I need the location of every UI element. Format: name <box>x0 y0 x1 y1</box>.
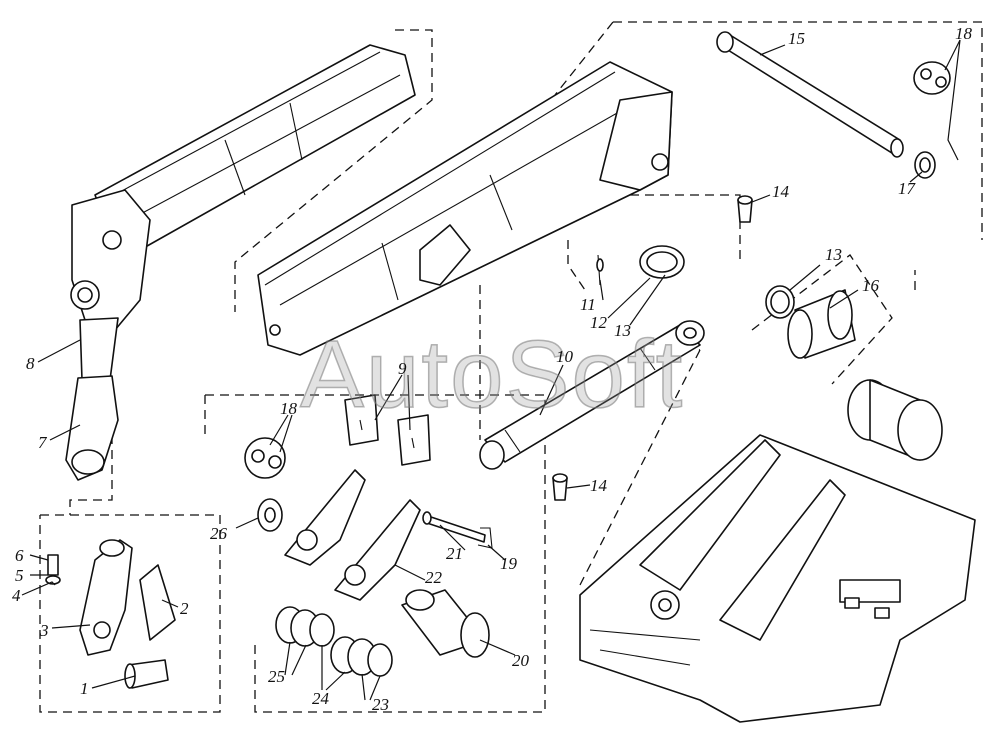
winch-drum <box>847 379 943 461</box>
hydraulic-cylinder-10 <box>479 320 705 470</box>
callout-11: 11 <box>580 295 596 314</box>
callout-8: 8 <box>26 354 35 373</box>
grease-fitting-14 <box>552 195 753 501</box>
bracket-9 <box>344 394 431 466</box>
lower-boom <box>257 61 673 356</box>
washer-26 <box>257 498 283 532</box>
bushing-20 <box>401 589 490 658</box>
callout-14-bottom: 14 <box>590 476 607 495</box>
callout-26: 26 <box>210 524 227 543</box>
pin-15 <box>716 31 904 158</box>
callout-7: 7 <box>38 433 47 452</box>
keeper-2 <box>139 564 176 641</box>
pin-21 <box>422 511 486 543</box>
bushing-16 <box>787 289 856 359</box>
callout-1: 1 <box>80 679 89 698</box>
callout-18-left: 18 <box>280 399 297 418</box>
washer-17 <box>914 151 936 179</box>
callout-3: 3 <box>40 621 49 640</box>
callout-25: 25 <box>268 667 285 686</box>
callout-5: 5 <box>15 566 24 585</box>
callout-6: 6 <box>15 546 24 565</box>
nuts-18-left <box>244 437 286 479</box>
upper-boom <box>65 44 416 481</box>
callout-19: 19 <box>500 554 517 573</box>
bolt-4-6 <box>45 554 61 585</box>
callout-4: 4 <box>12 586 21 605</box>
callout-14-top: 14 <box>772 182 789 201</box>
callout-9: 9 <box>398 359 407 378</box>
leader-lines <box>21 39 961 701</box>
callout-21: 21 <box>446 544 463 563</box>
callout-13-left: 13 <box>614 321 631 340</box>
callout-20: 20 <box>512 651 529 670</box>
callout-2: 2 <box>180 599 189 618</box>
crane-base-frame <box>579 434 976 723</box>
callout-13-right: 13 <box>825 245 842 264</box>
bushing-group-12-13 <box>596 245 795 319</box>
callout-17: 17 <box>898 179 915 198</box>
nuts-18-top <box>913 61 951 95</box>
cotter-19 <box>477 527 493 549</box>
callout-15: 15 <box>788 29 805 48</box>
callout-18-top: 18 <box>955 24 972 43</box>
callout-22: 22 <box>425 568 442 587</box>
group-outlines <box>39 21 983 713</box>
callout-24: 24 <box>312 689 329 708</box>
callout-16: 16 <box>862 276 879 295</box>
callout-12: 12 <box>590 313 607 332</box>
callout-10: 10 <box>556 347 573 366</box>
knuckle-link-3 <box>79 539 133 656</box>
bracket-22 <box>284 469 421 601</box>
rings-23-25 <box>275 606 393 677</box>
pin-1 <box>124 659 169 689</box>
callout-23: 23 <box>372 695 389 714</box>
